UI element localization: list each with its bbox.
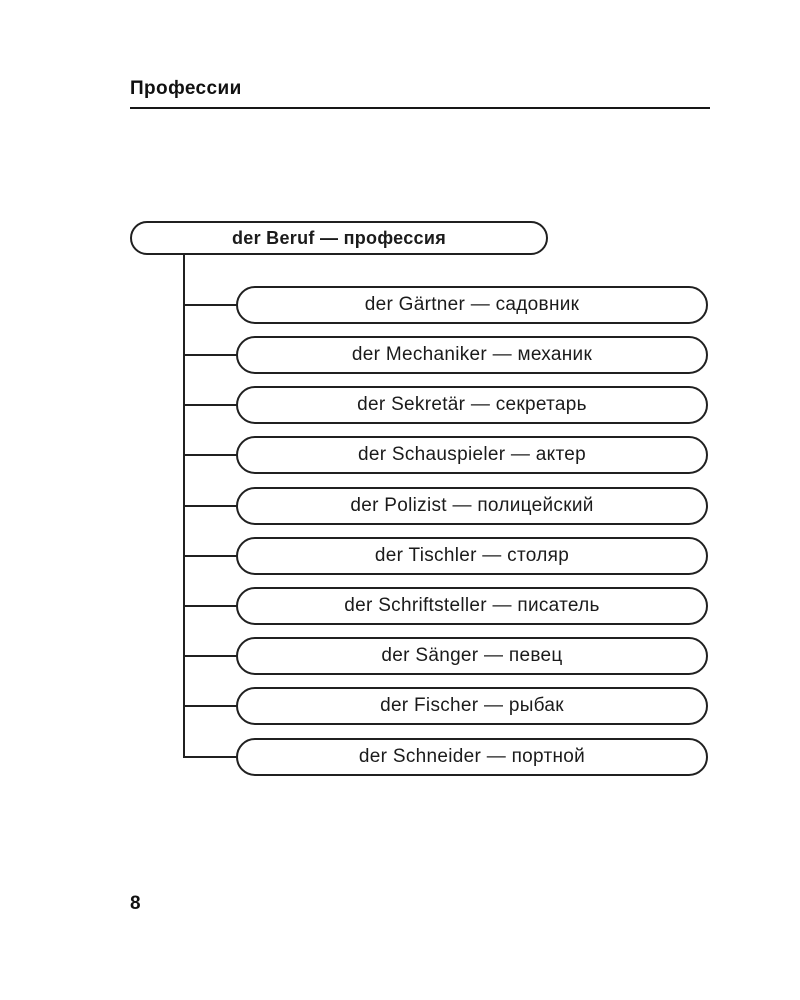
vocab-node: der Schriftsteller — писатель bbox=[236, 587, 708, 625]
connector-line bbox=[183, 655, 238, 657]
vocab-node: der Tischler — столяр bbox=[236, 537, 708, 575]
vocab-node: der Polizist — полицейский bbox=[236, 487, 708, 525]
connector-line bbox=[183, 555, 238, 557]
tree-row: der Sekretär — секретарь bbox=[183, 386, 708, 424]
vocab-node: der Fischer — рыбак bbox=[236, 687, 708, 725]
connector-line bbox=[183, 454, 238, 456]
connector-line bbox=[183, 705, 238, 707]
vocab-node: der Sekretär — секретарь bbox=[236, 386, 708, 424]
tree-row: der Tischler — столяр bbox=[183, 537, 708, 575]
tree-row: der Sänger — певец bbox=[183, 637, 708, 675]
vocab-node: der Sänger — певец bbox=[236, 637, 708, 675]
connector-line bbox=[183, 605, 238, 607]
tree-row: der Gärtner — садовник bbox=[183, 286, 708, 324]
connector-line bbox=[183, 404, 238, 406]
vocab-node: der Gärtner — садовник bbox=[236, 286, 708, 324]
vocab-node: der Schauspieler — актер bbox=[236, 436, 708, 474]
tree-row: der Polizist — полицейский bbox=[183, 487, 708, 525]
page-number: 8 bbox=[130, 893, 141, 914]
page-title: Профессии bbox=[130, 78, 242, 99]
tree-root-node: der Beruf — профессия bbox=[130, 221, 548, 255]
connector-line bbox=[183, 304, 238, 306]
connector-line bbox=[183, 354, 238, 356]
tree-row: der Schneider — портной bbox=[183, 738, 708, 776]
vocab-node: der Schneider — портной bbox=[236, 738, 708, 776]
tree-row: der Schriftsteller — писатель bbox=[183, 587, 708, 625]
tree-trunk-line bbox=[183, 255, 185, 758]
tree-row: der Schauspieler — актер bbox=[183, 436, 708, 474]
header-divider bbox=[130, 107, 710, 109]
vocab-node: der Mechaniker — механик bbox=[236, 336, 708, 374]
connector-line bbox=[183, 505, 238, 507]
connector-line bbox=[183, 756, 238, 758]
tree-row: der Fischer — рыбак bbox=[183, 687, 708, 725]
tree-row: der Mechaniker — механик bbox=[183, 336, 708, 374]
